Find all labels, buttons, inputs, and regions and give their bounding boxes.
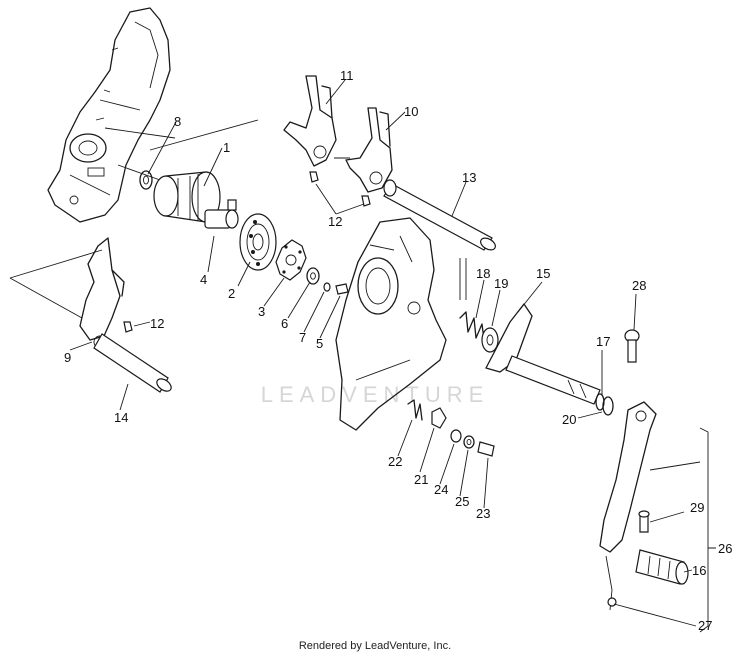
callout-27: 27 <box>698 618 712 633</box>
washer-25 <box>463 435 475 449</box>
fork-shaft-14 <box>93 333 172 393</box>
shift-fork-10 <box>345 107 393 193</box>
fork-shaft-13 <box>383 183 496 251</box>
watermark-text: LEADVENTURE <box>261 382 490 407</box>
callout-25: 25 <box>455 494 469 509</box>
bolt-23 <box>477 441 495 457</box>
fork-pins-12 <box>309 171 371 207</box>
left-crankcase-cover <box>47 7 171 223</box>
render-credit: Rendered by LeadVenture, Inc. <box>298 640 452 652</box>
washer-8 <box>139 170 153 190</box>
callout-14: 14 <box>114 410 128 425</box>
bearing-2 <box>239 213 277 271</box>
fork-pin-12 <box>123 321 133 333</box>
callout-21: 21 <box>414 472 428 487</box>
callout-22: 22 <box>388 454 402 469</box>
shift-drum-1 <box>153 171 239 229</box>
bolt-28 <box>624 329 640 363</box>
pin-7 <box>323 282 331 292</box>
shift-shaft-15 <box>485 303 601 405</box>
callout-20: 20 <box>562 412 576 427</box>
shift-lever-26 <box>599 401 657 553</box>
callout-23: 23 <box>476 506 490 521</box>
callout-19: 19 <box>494 276 508 291</box>
callout-7: 7 <box>299 330 306 345</box>
callout-29: 29 <box>690 500 704 515</box>
washer-20 <box>602 396 614 416</box>
spring-18 <box>459 258 485 341</box>
callout-5: 5 <box>316 336 323 351</box>
guide-lines-left <box>104 127 176 181</box>
callout-16: 16 <box>692 563 706 578</box>
callout-12-lower: 12 <box>150 316 164 331</box>
callout-26: 26 <box>718 541 732 556</box>
pin-dowel <box>227 199 237 211</box>
shift-peg-16 <box>635 549 689 585</box>
spring-22 <box>407 399 423 421</box>
callout-1: 1 <box>223 140 230 155</box>
callout-24: 24 <box>434 482 448 497</box>
bolt-5 <box>335 283 349 295</box>
callout-2: 2 <box>228 286 235 301</box>
right-crankcase <box>335 217 447 431</box>
washer-6 <box>306 267 320 285</box>
callout-11: 11 <box>340 68 354 83</box>
callout-10: 10 <box>404 104 418 119</box>
leader-lines <box>69 79 716 633</box>
callout-13: 13 <box>462 170 476 185</box>
collar-24 <box>450 429 462 443</box>
callout-4: 4 <box>200 272 207 287</box>
pivot-parts-27 <box>605 555 617 611</box>
callout-17: 17 <box>596 334 610 349</box>
callout-9: 9 <box>64 350 71 365</box>
bolt-29 <box>638 510 650 533</box>
callout-6: 6 <box>281 316 288 331</box>
star-plate-3 <box>275 239 307 281</box>
collar-19 <box>481 327 499 353</box>
callout-28: 28 <box>632 278 646 293</box>
shaft-end-cap <box>383 179 397 197</box>
guide-lines-forks <box>149 119 350 159</box>
callout-18: 18 <box>476 266 490 281</box>
callout-15: 15 <box>536 266 550 281</box>
callout-8: 8 <box>174 114 181 129</box>
callout-12-upper: 12 <box>328 214 342 229</box>
shift-fork-11 <box>283 75 337 167</box>
callout-3: 3 <box>258 304 265 319</box>
guide-lines-fork-9 <box>9 249 103 319</box>
stopper-21 <box>431 407 447 429</box>
